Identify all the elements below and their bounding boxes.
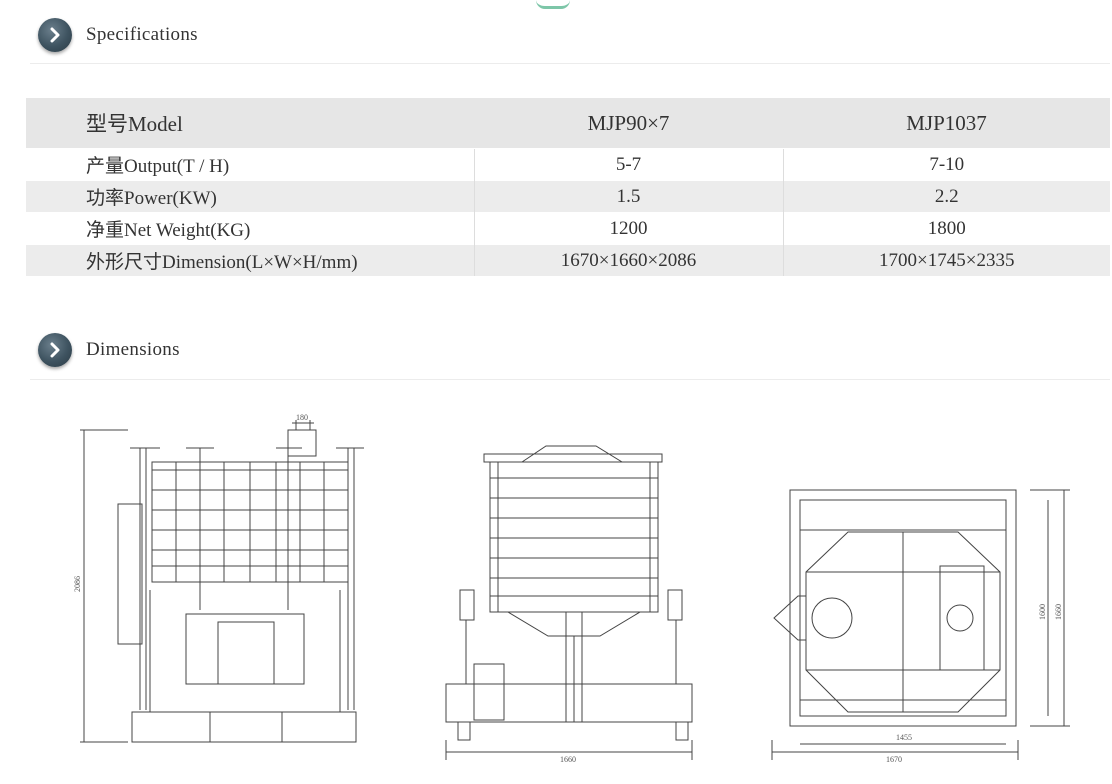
dimensions-heading: Dimensions bbox=[38, 333, 180, 367]
dim-label-front-top: 180 bbox=[296, 413, 308, 422]
row-value: 1700×1745×2335 bbox=[782, 244, 1110, 276]
dim-label-top-depth-outer: 1660 bbox=[1054, 604, 1063, 620]
row-label: 净重Net Weight(KG) bbox=[26, 212, 474, 245]
dim-label-top-width-outer: 1670 bbox=[886, 755, 902, 764]
table-row: 外形尺寸Dimension(L×W×H/mm) 1670×1660×2086 1… bbox=[26, 244, 1110, 276]
dimensions-title: Dimensions bbox=[86, 339, 180, 360]
dim-label-side-width: 1660 bbox=[560, 755, 576, 764]
top-logo-fragment bbox=[536, 0, 570, 9]
chevron-right-icon bbox=[38, 18, 72, 52]
table-row: 产量Output(T / H) 5-7 7-10 bbox=[26, 148, 1110, 181]
specifications-title: Specifications bbox=[86, 24, 198, 45]
dimension-drawings: 180 2086 1660 1455 1670 1600 1660 bbox=[73, 413, 1070, 764]
row-value: 1670×1660×2086 bbox=[473, 244, 783, 276]
row-value: 7-10 bbox=[782, 148, 1110, 181]
specifications-heading: Specifications bbox=[38, 18, 198, 52]
top-view-drawing bbox=[771, 489, 1070, 760]
row-label: 外形尺寸Dimension(L×W×H/mm) bbox=[26, 244, 474, 276]
specifications-divider bbox=[30, 63, 1110, 64]
front-view-drawing bbox=[80, 420, 364, 743]
row-label: 功率Power(KW) bbox=[26, 180, 474, 213]
dimensions-divider bbox=[30, 379, 1110, 380]
dim-label-top-width-inner: 1455 bbox=[896, 733, 912, 742]
row-value: 5-7 bbox=[473, 148, 783, 181]
table-row: 净重Net Weight(KG) 1200 1800 bbox=[26, 212, 1110, 245]
row-value: 1800 bbox=[782, 212, 1110, 245]
row-value: 2.2 bbox=[782, 180, 1110, 213]
chevron-right-icon bbox=[38, 333, 72, 367]
specifications-table: 型号Model MJP90×7 MJP1037 产量Output(T / H) … bbox=[26, 98, 1110, 276]
table-header-row: 型号Model MJP90×7 MJP1037 bbox=[26, 98, 1110, 149]
row-value: 1.5 bbox=[473, 180, 783, 213]
dim-label-top-depth-inner: 1600 bbox=[1038, 604, 1047, 620]
dim-label-front-height: 2086 bbox=[73, 576, 82, 592]
row-value: 1200 bbox=[473, 212, 783, 245]
table-row: 功率Power(KW) 1.5 2.2 bbox=[26, 180, 1110, 213]
header-cell-model: 型号Model bbox=[26, 98, 474, 149]
header-cell-mjp1037: MJP1037 bbox=[783, 98, 1110, 149]
side-view-drawing bbox=[445, 445, 693, 760]
row-label: 产量Output(T / H) bbox=[26, 148, 474, 181]
header-cell-mjp90x7: MJP90×7 bbox=[474, 98, 783, 149]
